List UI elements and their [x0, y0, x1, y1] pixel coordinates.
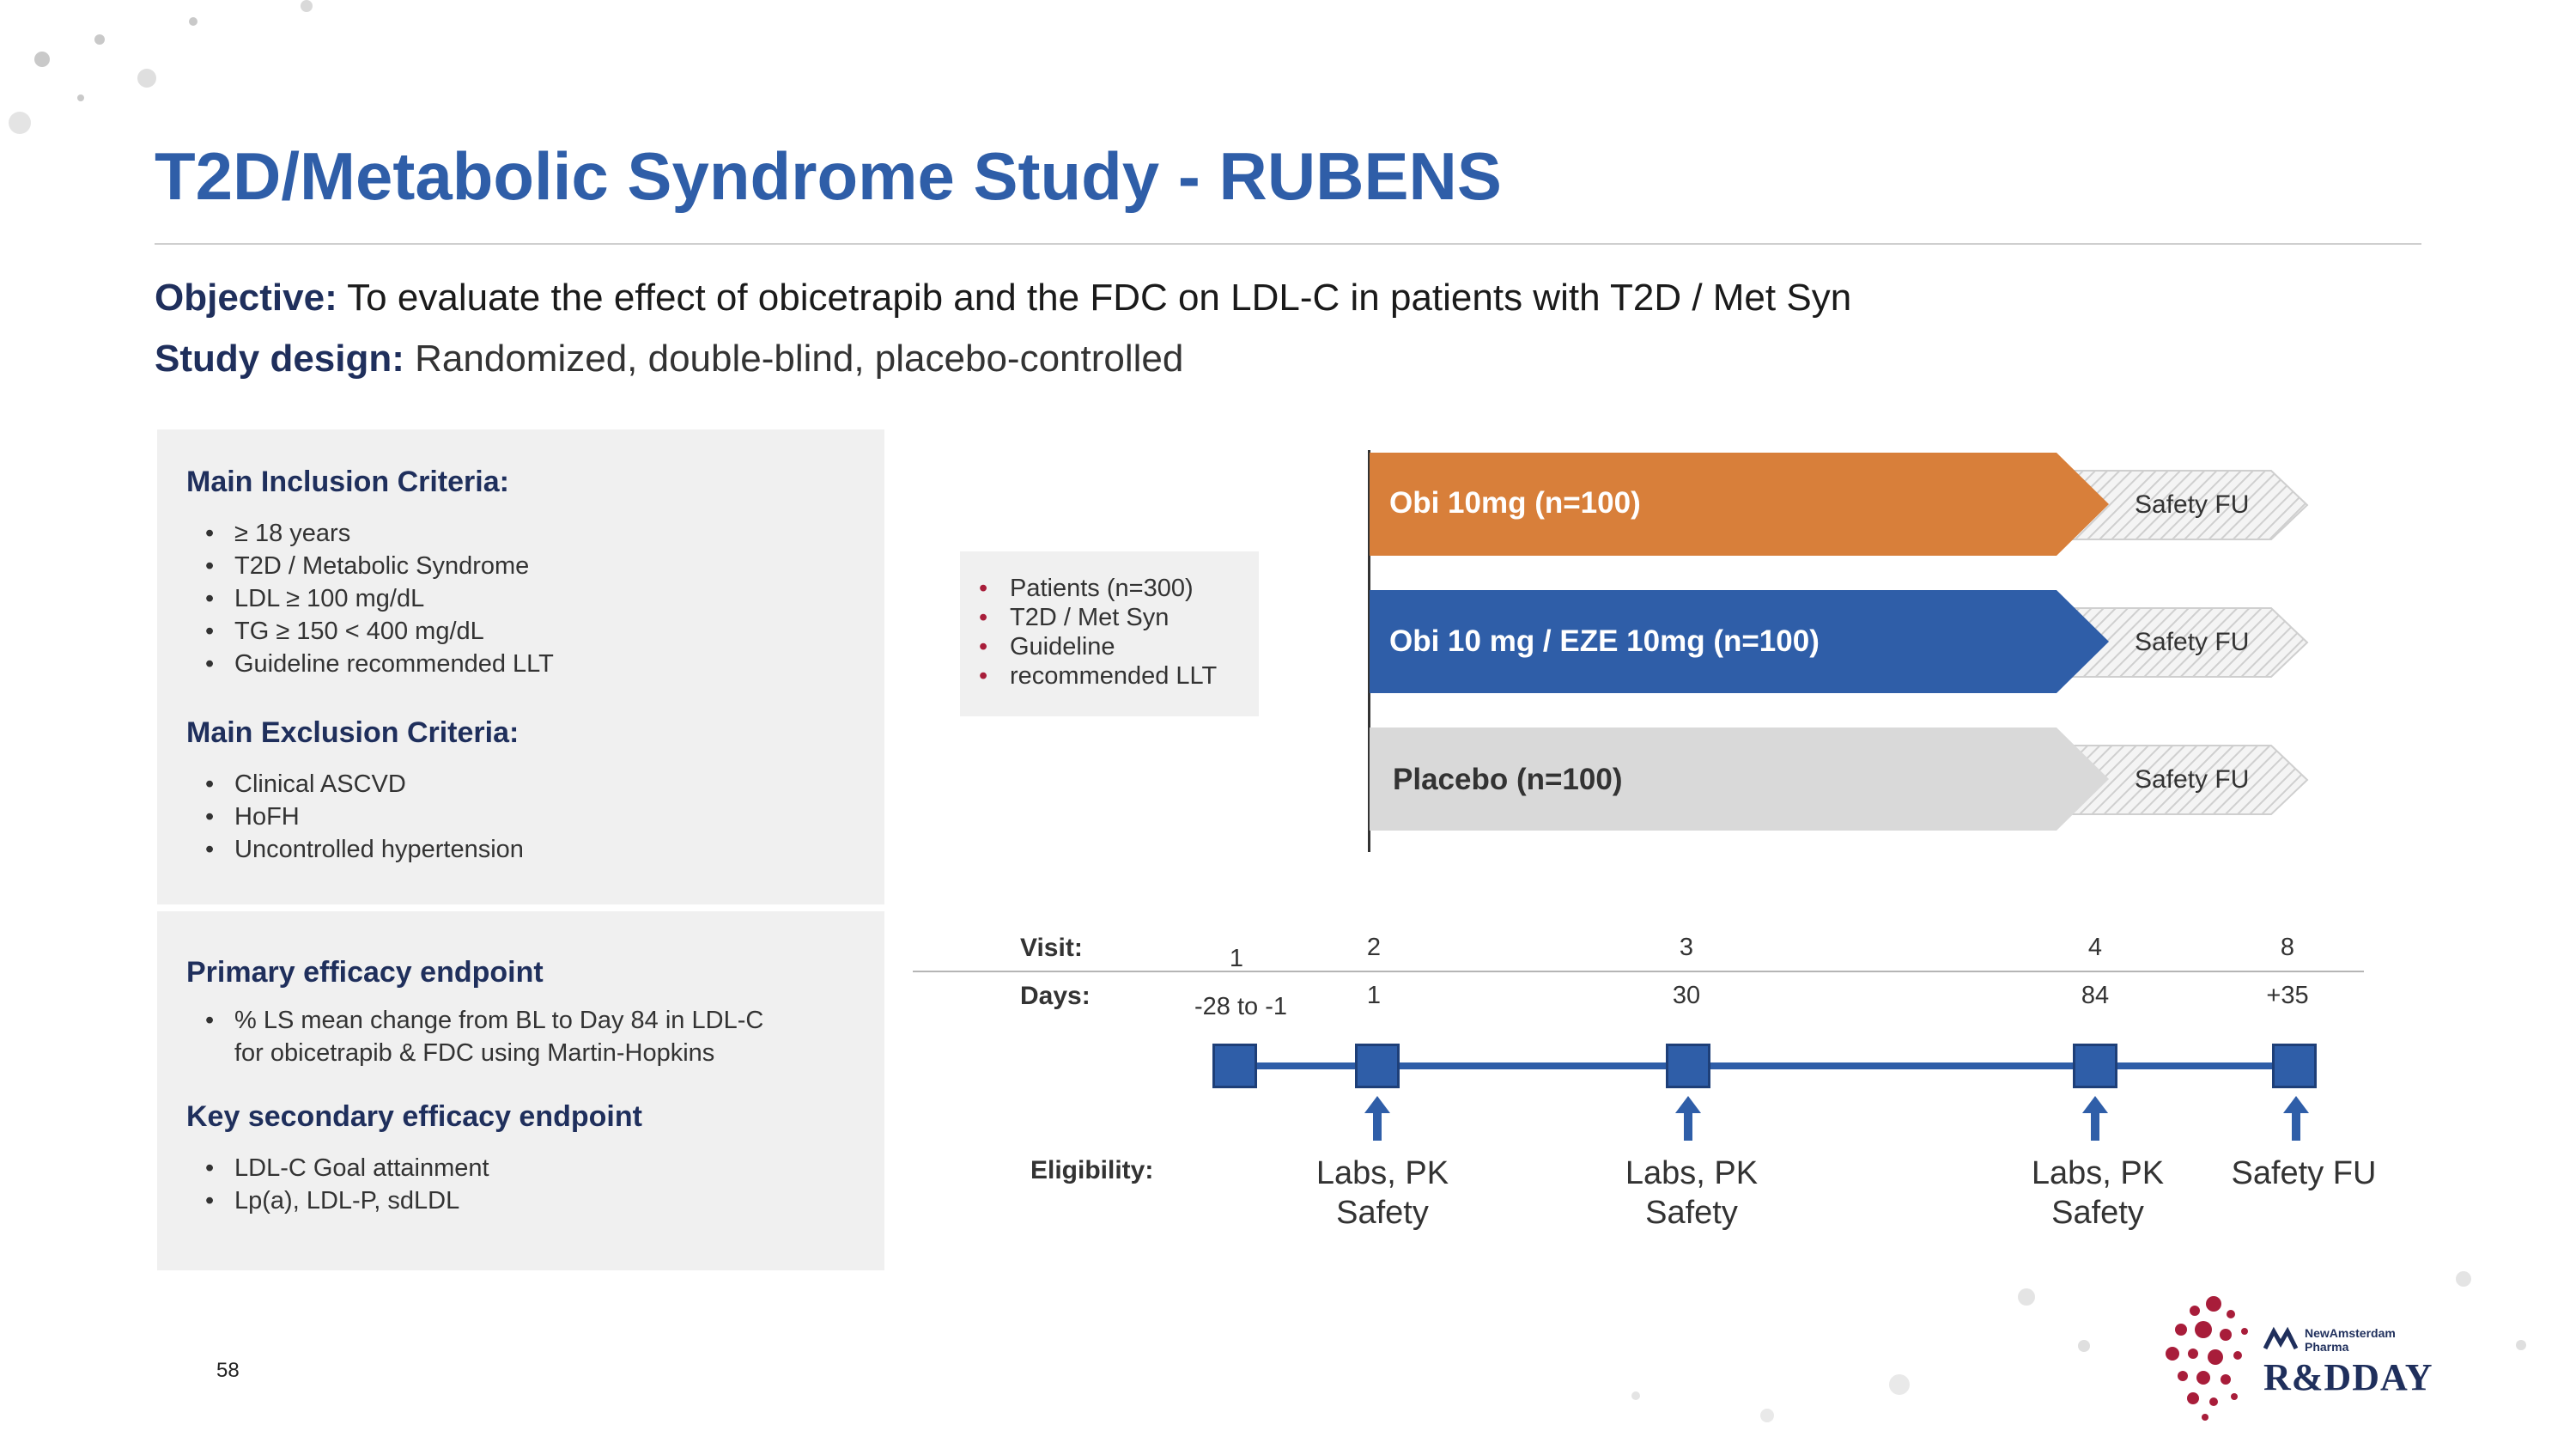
assessment-line: Labs, PK: [2031, 1155, 2165, 1191]
exclusion-heading: Main Exclusion Criteria:: [186, 716, 519, 749]
schedule-divider: [913, 971, 2364, 972]
secondary-endpoint-list: LDL-C Goal attainment Lp(a), LDL-P, sdLD…: [186, 1152, 489, 1217]
objective-text: To evaluate the effect of obicetrapib an…: [337, 277, 1852, 319]
list-item: Lp(a), LDL-P, sdLDL: [186, 1184, 489, 1217]
primary-endpoint-list: % LS mean change from BL to Day 84 in LD…: [186, 1004, 763, 1069]
study-design-text: Randomized, double-blind, placebo-contro…: [404, 338, 1184, 380]
brand-name: NewAmsterdam Pharma: [2305, 1326, 2396, 1354]
visit-marker: [1355, 1044, 1400, 1088]
list-item: % LS mean change from BL to Day 84 in LD…: [186, 1004, 763, 1069]
arm-label-obi: Obi 10mg (n=100): [1389, 486, 1641, 520]
safety-fu-label: Safety FU: [2135, 628, 2250, 656]
list-item: ≥ 18 years: [186, 517, 554, 550]
assessment-line: Labs, PK: [1625, 1155, 1759, 1191]
visit-day: 84: [2081, 982, 2110, 1009]
patients-list: Patients (n=300) T2D / Met Syn Guideline…: [960, 551, 1259, 691]
list-item-continuation: recommended LLT: [1010, 662, 1218, 690]
assessment-line: Labs, PK: [1315, 1155, 1449, 1191]
list-item: T2D / Met Syn: [960, 603, 1259, 632]
days-row-label: Days:: [1020, 982, 1091, 1010]
visit-marker: [1212, 1044, 1257, 1088]
visit-number: 2: [1366, 934, 1382, 961]
visit-number: 3: [1679, 934, 1694, 961]
eligibility-label: Eligibility:: [1030, 1156, 1154, 1184]
list-item: TG ≥ 150 < 400 mg/dL: [186, 615, 554, 648]
study-design-line: Study design: Randomized, double-blind, …: [155, 338, 1183, 381]
arm-label-placebo: Placebo (n=100): [1393, 763, 1623, 796]
timeline-line: [1235, 1062, 2291, 1069]
list-item: Patients (n=300): [960, 574, 1259, 603]
visit-day: 1: [1366, 982, 1382, 1009]
page-title: T2D/Metabolic Syndrome Study - RUBENS: [155, 138, 1502, 214]
list-item: LDL ≥ 100 mg/dL: [186, 582, 554, 615]
assessment-line: Safety: [1645, 1195, 1738, 1231]
brand-line: NewAmsterdam: [2305, 1326, 2396, 1340]
up-arrow-icon: [2082, 1096, 2108, 1141]
dot-cluster-icon: [2166, 1296, 2248, 1421]
list-item: Guideline recommended LLT: [186, 648, 554, 680]
patients-box: Patients (n=300) T2D / Met Syn Guideline…: [960, 551, 1259, 716]
study-design-label: Study design:: [155, 338, 404, 380]
rd-day-logo: NewAmsterdam Pharma R&DDAY: [2162, 1292, 2433, 1421]
list-item: Clinical ASCVD: [186, 768, 524, 801]
inclusion-heading: Main Inclusion Criteria:: [186, 466, 509, 498]
up-arrow-icon: [2283, 1096, 2309, 1141]
visit-number: 1: [1229, 945, 1244, 972]
visit-day: 30: [1672, 982, 1701, 1009]
visit-day: -28 to -1: [1194, 993, 1287, 1020]
visit-marker: [1666, 1044, 1710, 1088]
objective-line: Objective: To evaluate the effect of obi…: [155, 277, 1851, 320]
arm-arrow-fdc: [1370, 590, 2109, 693]
visit-marker: [2073, 1044, 2117, 1088]
title-divider: [155, 243, 2421, 245]
secondary-endpoint-heading: Key secondary efficacy endpoint: [186, 1100, 642, 1133]
assessment-line: Safety FU: [2231, 1155, 2377, 1191]
primary-endpoint-heading: Primary efficacy endpoint: [186, 956, 544, 989]
visit-assessment: Labs, PK Safety: [1597, 1154, 1786, 1233]
list-item: Guideline: [960, 632, 1259, 661]
visit-row-label: Visit:: [1020, 934, 1083, 962]
safety-fu-label: Safety FU: [2135, 490, 2250, 519]
visit-day: +35: [2266, 982, 2309, 1009]
page-number: 58: [216, 1359, 240, 1382]
list-item: Uncontrolled hypertension: [186, 833, 524, 866]
criteria-panel: Main Inclusion Criteria: ≥ 18 years T2D …: [157, 429, 884, 904]
exclusion-list: Clinical ASCVD HoFH Uncontrolled hyperte…: [186, 768, 524, 866]
arms-diagram: [1370, 453, 2309, 831]
visit-assessment: Safety FU: [2207, 1154, 2401, 1193]
up-arrow-icon: [1675, 1096, 1701, 1141]
visit-number: 8: [2280, 934, 2295, 961]
list-item-text: % LS mean change from BL to Day 84 in LD…: [234, 1007, 764, 1034]
assessment-line: Safety: [2051, 1195, 2144, 1231]
assessment-line: Safety: [1336, 1195, 1429, 1231]
objective-label: Objective:: [155, 277, 337, 319]
visit-marker: [2272, 1044, 2317, 1088]
brand-line: Pharma: [2305, 1340, 2349, 1354]
inclusion-list: ≥ 18 years T2D / Metabolic Syndrome LDL …: [186, 517, 554, 680]
arm-arrow-placebo: [1370, 728, 2109, 831]
up-arrow-icon: [1364, 1096, 1390, 1141]
randomization-axis: [1368, 450, 1370, 852]
arm-arrow-obi: [1370, 453, 2109, 556]
endpoints-panel: Primary efficacy endpoint % LS mean chan…: [157, 911, 884, 1270]
visit-assessment: Labs, PK Safety: [2003, 1154, 2192, 1233]
event-name: R&DDAY: [2263, 1356, 2433, 1398]
list-item: T2D / Metabolic Syndrome: [186, 550, 554, 582]
newamsterdam-mark-icon: [2263, 1326, 2299, 1350]
list-item: LDL-C Goal attainment: [186, 1152, 489, 1184]
safety-fu-label: Safety FU: [2135, 765, 2250, 794]
list-item: HoFH: [186, 801, 524, 833]
visit-number: 4: [2087, 934, 2103, 961]
visit-assessment: Labs, PK Safety: [1288, 1154, 1477, 1233]
list-item: recommended LLT: [960, 661, 1259, 691]
list-item-text: for obicetrapib & FDC using Martin-Hopki…: [234, 1039, 715, 1067]
arm-label-fdc: Obi 10 mg / EZE 10mg (n=100): [1389, 624, 1820, 658]
